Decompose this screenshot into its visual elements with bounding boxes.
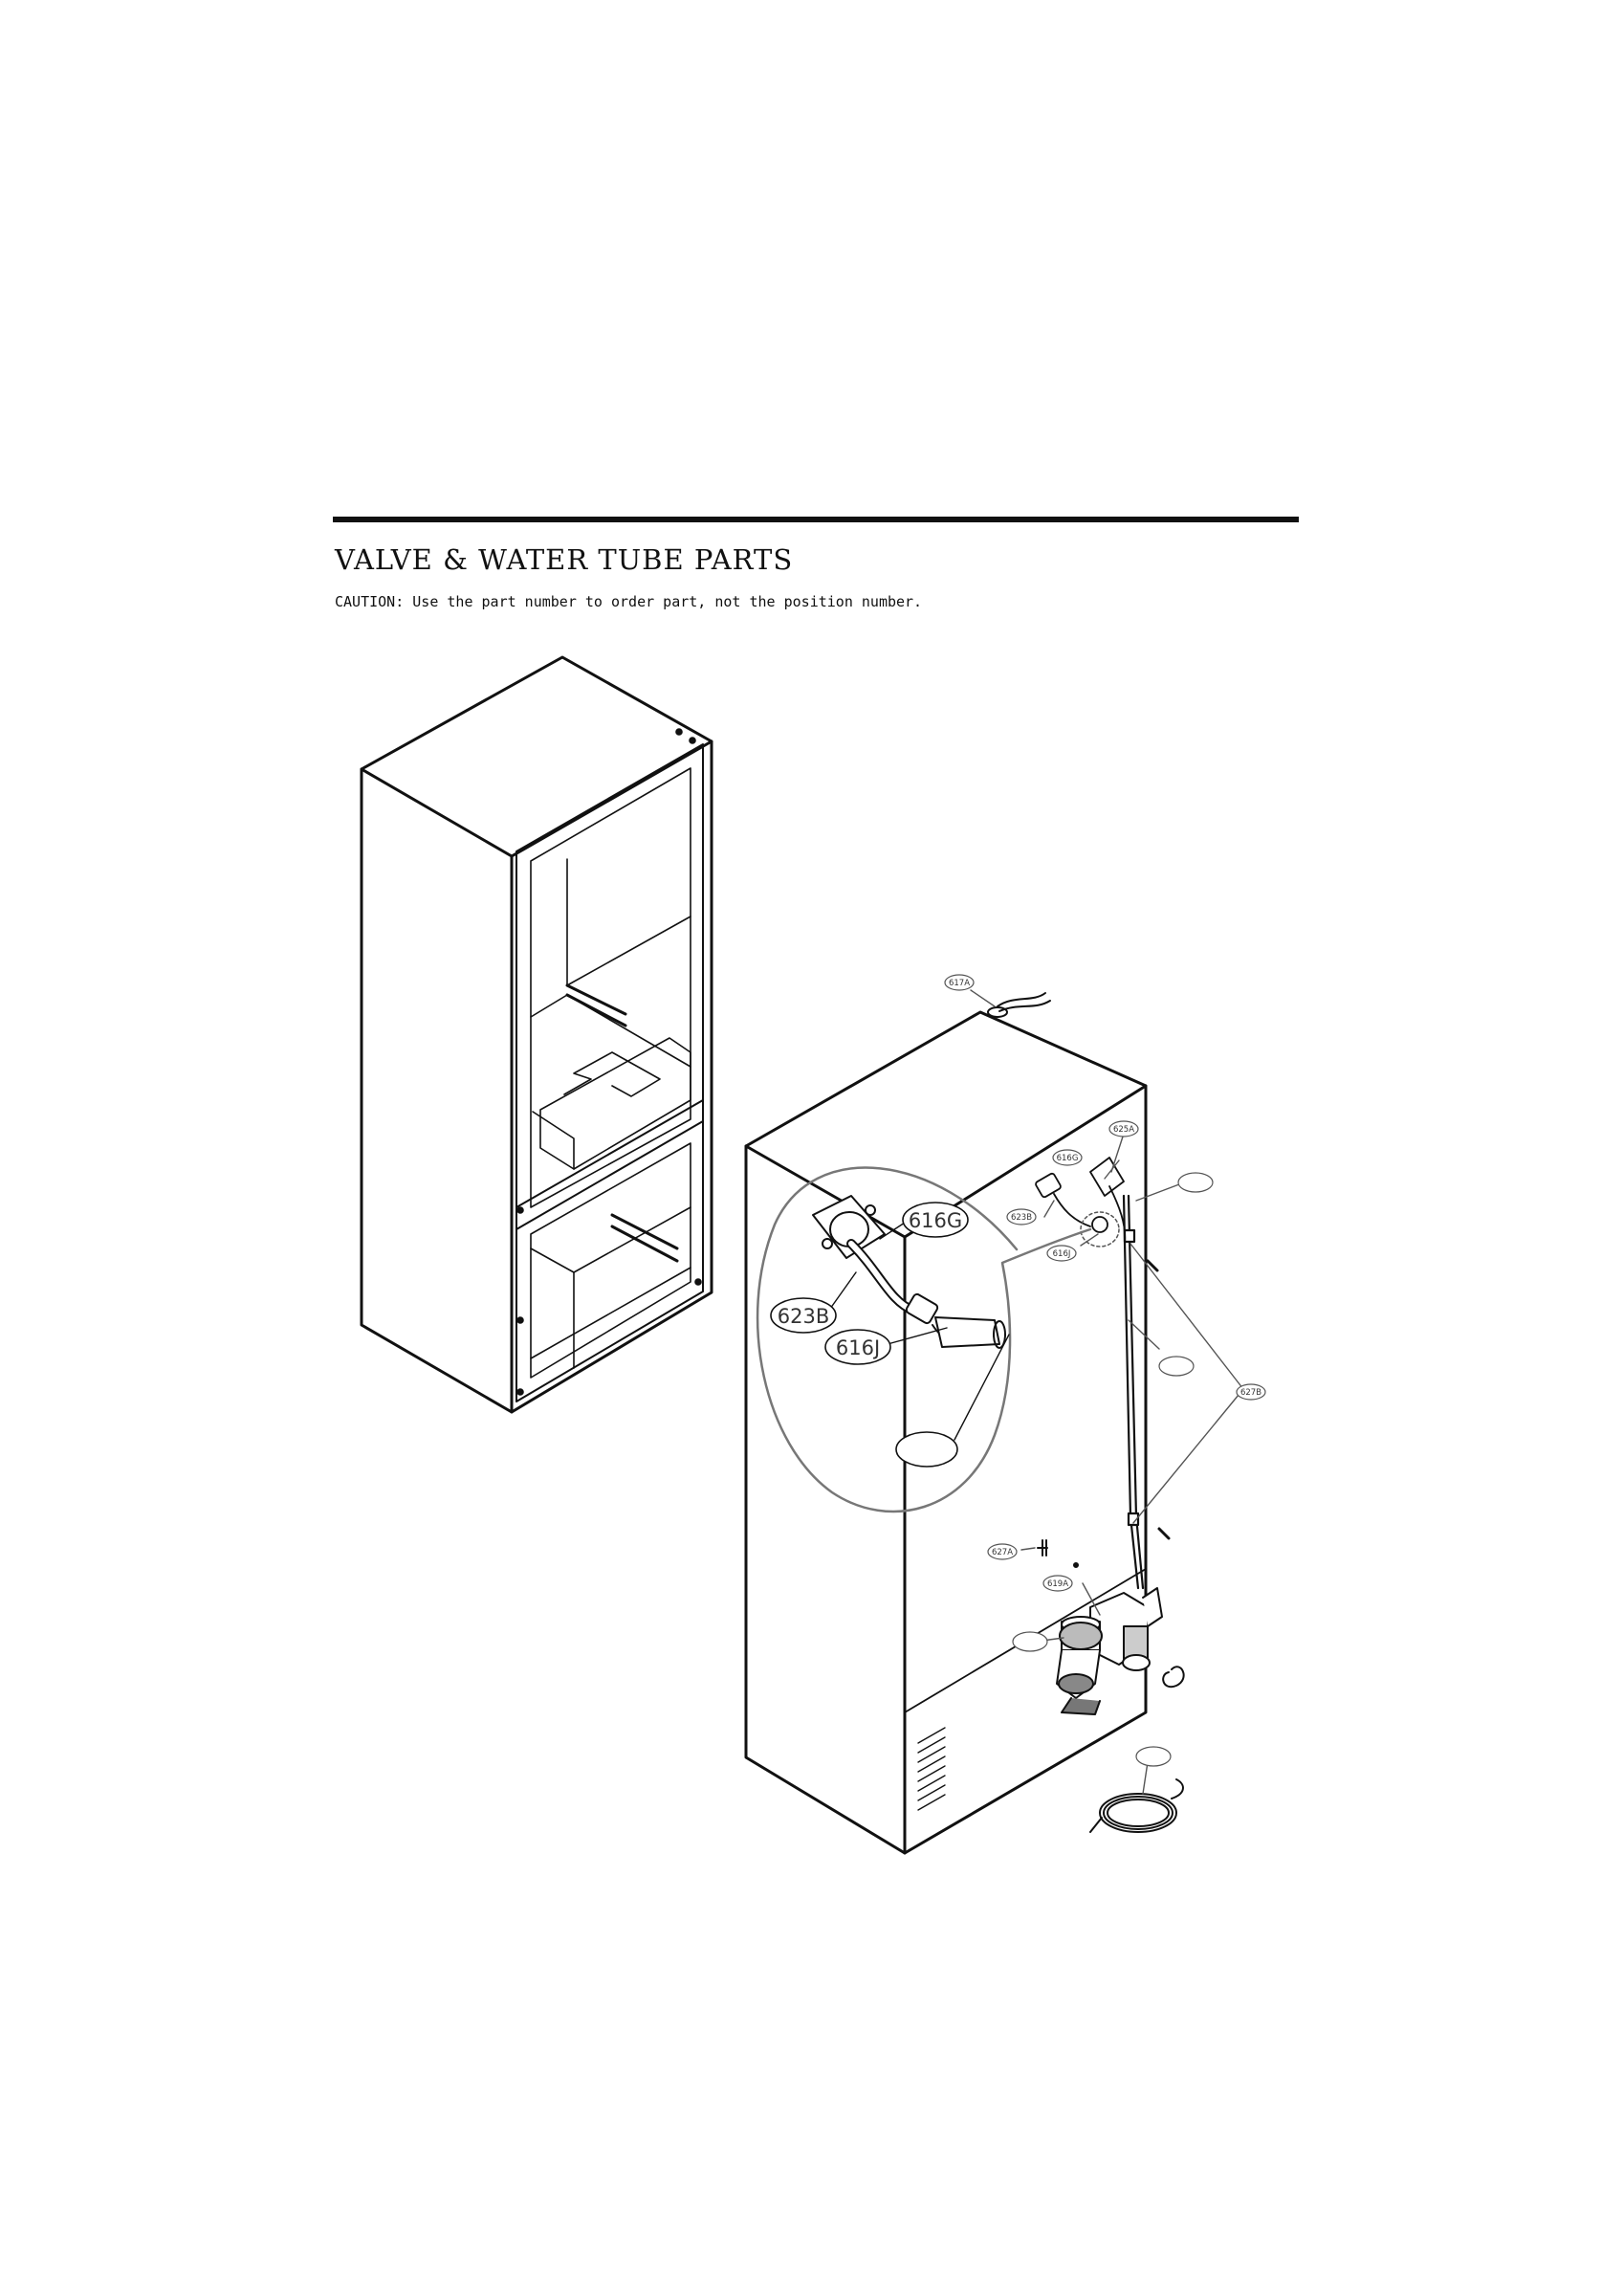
detail-zoom-balloon: [756, 1166, 1092, 1513]
water-tube: [1122, 1194, 1171, 1590]
svg-text:616G: 616G: [909, 1209, 962, 1232]
callout-blank-upper: [1177, 1172, 1214, 1193]
callout-619a: 619A: [1042, 1575, 1073, 1592]
callout-616g-small: 616G: [1052, 1149, 1083, 1166]
callout-617a: 617A: [944, 974, 975, 991]
caution-note: CAUTION: Use the part number to order pa…: [335, 593, 923, 610]
fitting-assembly-small: [1035, 1157, 1127, 1245]
leader-lines: [829, 989, 1244, 1795]
callout-blank-middle: [1158, 1356, 1195, 1377]
callout-616j-small: 616J: [1046, 1245, 1077, 1262]
page-title: VALVE & WATER TUBE PARTS: [335, 543, 794, 576]
coiled-water-line: [1089, 1778, 1184, 1833]
callout-623b-small: 623B: [1006, 1208, 1037, 1225]
top-water-outlet: [987, 992, 1051, 1018]
callout-627b: 627B: [1236, 1383, 1266, 1401]
header-rule: [333, 517, 1299, 522]
callout-blank-valve: [1012, 1631, 1048, 1652]
svg-text:616J: 616J: [836, 1336, 880, 1359]
detail-highlight-small: [1080, 1211, 1120, 1247]
svg-text:623B: 623B: [778, 1305, 830, 1328]
cabinet-front-view: [360, 655, 713, 1414]
callout-blank-coil: [1135, 1746, 1172, 1767]
callout-623b-large: 623B: [770, 1297, 837, 1334]
callout-625a: 625A: [1108, 1120, 1139, 1137]
cabinet-rear-view: [744, 1010, 1148, 1855]
svg-text:625A: 625A: [1113, 1125, 1134, 1135]
callout-627a: 627A: [987, 1543, 1018, 1560]
svg-text:627A: 627A: [992, 1548, 1013, 1557]
callout-616g-large: 616G: [902, 1202, 969, 1238]
svg-text:616G: 616G: [1057, 1154, 1079, 1163]
callout-blank-balloon: [895, 1431, 958, 1468]
cabinet-front-interior: [515, 728, 704, 1402]
svg-text:616J: 616J: [1053, 1249, 1071, 1259]
svg-text:623B: 623B: [1011, 1213, 1032, 1223]
svg-text:627B: 627B: [1240, 1388, 1261, 1398]
svg-text:619A: 619A: [1047, 1579, 1068, 1589]
svg-text:617A: 617A: [949, 979, 970, 988]
water-valve-assembly: [1056, 1587, 1185, 1715]
callout-616j-large: 616J: [824, 1329, 891, 1365]
clip-627a: [1037, 1539, 1079, 1568]
